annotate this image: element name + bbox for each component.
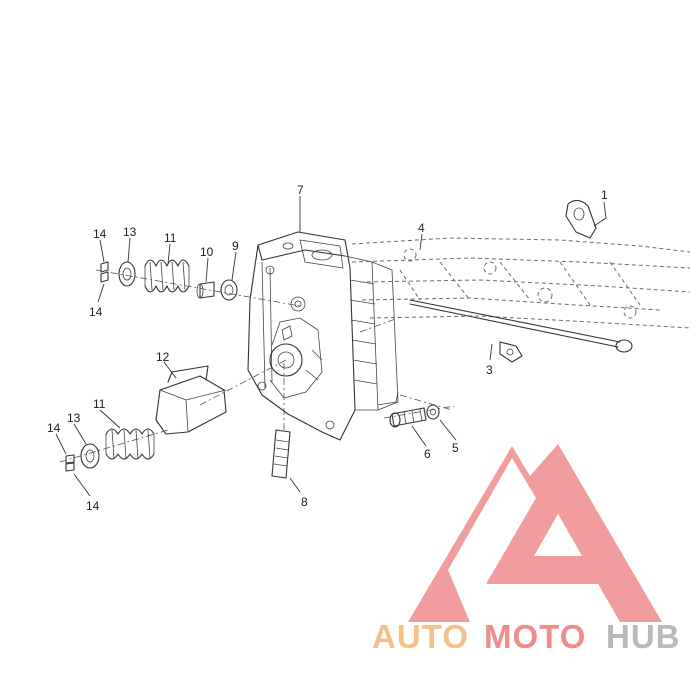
callout-11-upper: 11 — [164, 231, 177, 245]
callout-1: 1 — [601, 188, 608, 202]
callout-7: 7 — [297, 183, 304, 197]
callout-5: 5 — [452, 441, 459, 455]
pushrod — [409, 299, 633, 353]
callout-12: 12 — [156, 350, 170, 364]
callout-9: 9 — [232, 239, 239, 253]
callout-4: 4 — [418, 221, 425, 235]
callout-14-upper-top: 14 — [93, 227, 107, 241]
callout-14-lower-top: 14 — [47, 421, 61, 435]
callout-13-lower: 13 — [67, 411, 81, 425]
rocker-assembly-ghost — [351, 237, 691, 329]
valve-cover-part — [155, 365, 227, 435]
upper-valve-spring-set — [100, 259, 238, 301]
callout-6: 6 — [424, 447, 431, 461]
callout-14-upper-bottom: 14 — [89, 305, 103, 319]
callout-8: 8 — [301, 495, 308, 509]
rocker-part — [499, 341, 523, 363]
callout-labels: 1 4 3 5 6 7 8 9 10 11 13 14 14 12 11 13 … — [47, 183, 608, 513]
cylinder-head — [247, 231, 399, 441]
callout-10: 10 — [200, 245, 214, 259]
bolt-part — [389, 407, 427, 428]
callout-13-upper: 13 — [123, 225, 137, 239]
callout-11-lower: 11 — [93, 397, 106, 411]
lower-valve-spring-set — [65, 428, 155, 472]
leader-lines — [55, 196, 607, 497]
callout-14-lower-bottom: 14 — [86, 499, 100, 513]
assembly-axes — [59, 269, 455, 463]
bracket-part — [565, 199, 597, 239]
washer-part — [426, 404, 440, 420]
stud-part — [271, 429, 291, 479]
callout-3: 3 — [486, 363, 493, 377]
